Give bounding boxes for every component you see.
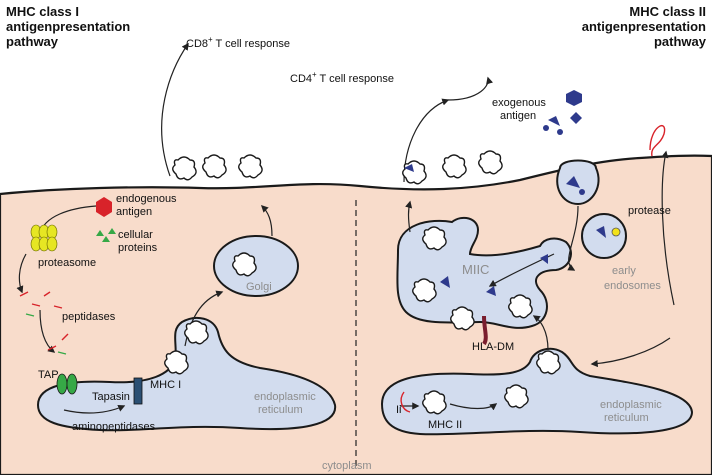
tapasin-icon — [133, 377, 143, 405]
proteasome-label: proteasome — [38, 257, 96, 269]
endogenous-antigen-icon — [96, 197, 112, 217]
surface-mhc2 — [402, 150, 503, 185]
er-mhc1 — [36, 316, 337, 432]
mhc2-title: MHC class II antigenpresentation pathway — [582, 4, 707, 49]
protease-label: protease — [628, 205, 671, 217]
hladm-icon — [482, 315, 488, 346]
proteasome-icon — [30, 224, 58, 252]
cellular-label-2: proteins — [118, 242, 158, 254]
invariant-chain-icon — [400, 391, 411, 413]
svg-text:pathway: pathway — [654, 34, 707, 49]
cellular-label-1: cellular — [118, 229, 153, 241]
peptide-fragments-icon — [19, 291, 69, 355]
svg-text:pathway: pathway — [6, 34, 59, 49]
mhc2-label: MHC II — [428, 419, 462, 431]
aminopeptidases-label: aminopeptidases — [72, 421, 156, 433]
er1-label-2: reticulum — [258, 404, 303, 416]
cellular-proteins-icon — [96, 228, 116, 242]
endogenous-label-2: antigen — [116, 206, 152, 218]
endogenous-label-1: endogenous — [116, 193, 177, 205]
exogenous-label-1: exogenous — [492, 97, 546, 109]
tap-transporter-icon — [56, 373, 78, 395]
exogenous-antigen-icons — [404, 90, 606, 296]
cd8-response-label: CD8+ T cell response — [186, 35, 290, 50]
golgi-label: Golgi — [246, 281, 272, 293]
surface-peptide-loop — [649, 125, 666, 157]
tap-label: TAP — [38, 369, 59, 381]
peptidases-label: peptidases — [62, 311, 116, 323]
er2-label-1: endoplasmic — [600, 399, 662, 411]
surface-mhc1 — [172, 154, 263, 181]
exogenous-label-2: antigen — [500, 110, 536, 122]
mhc1-label: MHC I — [150, 379, 181, 391]
er-mhc2 — [380, 347, 694, 436]
cytoplasm-label: cytoplasm — [322, 460, 372, 472]
er1-label-1: endoplasmic — [254, 391, 316, 403]
svg-text:MHC class I: MHC class I — [6, 4, 79, 19]
cd4-response-label: CD4+ T cell response — [290, 70, 394, 85]
svg-text:antigenpresentation: antigenpresentation — [582, 19, 706, 34]
svg-text:antigenpresentation: antigenpresentation — [6, 19, 130, 34]
early-endosomes-label-1: early — [612, 265, 636, 277]
tapasin-label: Tapasin — [92, 391, 130, 403]
hladm-label: HLA-DM — [472, 341, 514, 353]
early-endosomes-label-2: endosomes — [604, 280, 661, 292]
endocytic-vesicle — [556, 159, 600, 206]
ii-label: Ii — [396, 404, 402, 416]
protease-icon — [611, 227, 621, 237]
miic-label: MIIC — [462, 262, 489, 277]
svg-text:MHC class II: MHC class II — [629, 4, 706, 19]
er2-label-2: reticulum — [604, 412, 649, 424]
mhc1-title: MHC class I antigenpresentation pathway — [6, 4, 130, 49]
